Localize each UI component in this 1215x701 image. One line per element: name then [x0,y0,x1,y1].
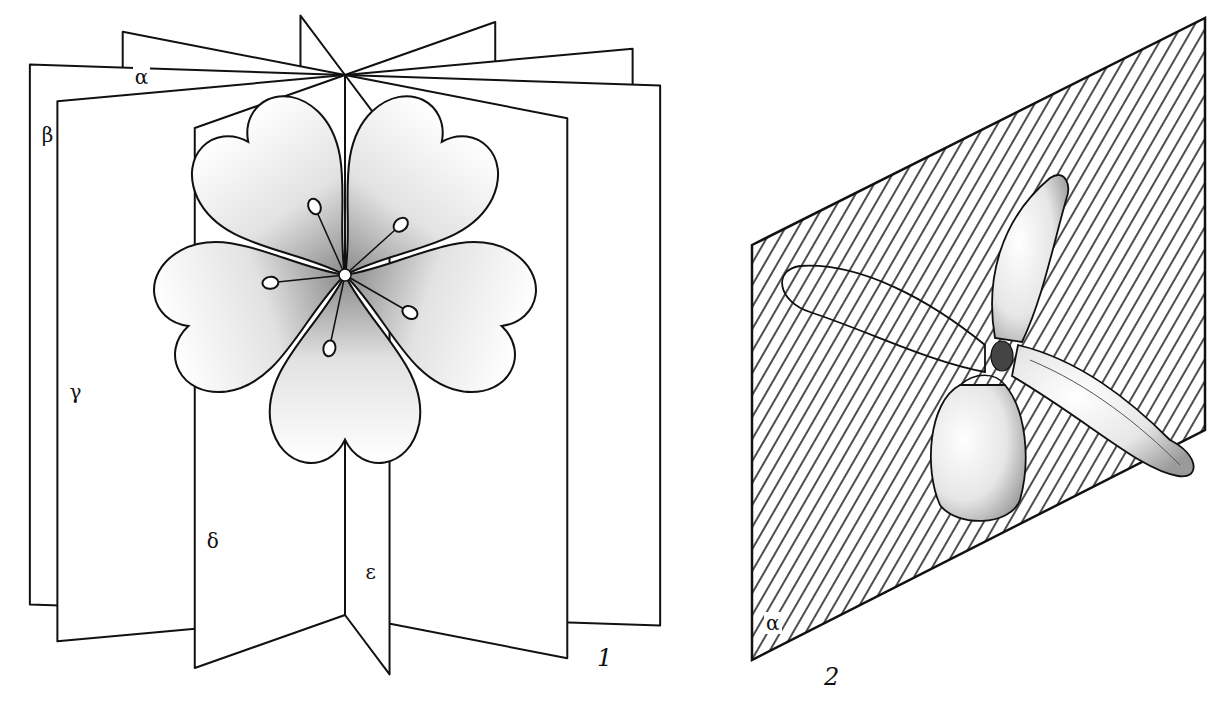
filament [277,275,345,282]
figure-number: 1 [595,645,614,671]
symmetry-plane [752,18,1205,660]
plane-label: α [764,612,782,634]
plane-label: γ [67,381,83,403]
anther [391,215,411,235]
stamen [341,215,411,279]
anther [322,339,337,357]
column [991,341,1013,371]
figure-number: 2 [822,664,841,690]
dorsal-sepal [992,175,1068,342]
stamen [262,269,346,290]
symmetry-planes [30,16,660,675]
lateral-petal [1012,345,1194,476]
plane-label: α [133,66,151,88]
anther [262,276,279,290]
filament [345,229,396,275]
filament [317,213,345,275]
plane-label: δ [205,530,221,552]
anther [306,197,323,216]
petal [143,203,368,404]
stamen [342,270,420,322]
stamen [322,274,351,358]
lateral-petal [782,266,985,372]
plane-label: ε [364,561,378,583]
filament [331,275,345,342]
stamen [306,197,351,278]
filament [345,275,404,309]
lip-pouch [931,385,1026,521]
regular-flower [143,79,547,463]
pistil [339,269,351,281]
plane-label: β [40,124,56,146]
zygomorphic-flower [782,175,1194,521]
petal-vein [1030,360,1180,465]
lip-rim [960,375,1005,385]
anther [400,303,420,321]
